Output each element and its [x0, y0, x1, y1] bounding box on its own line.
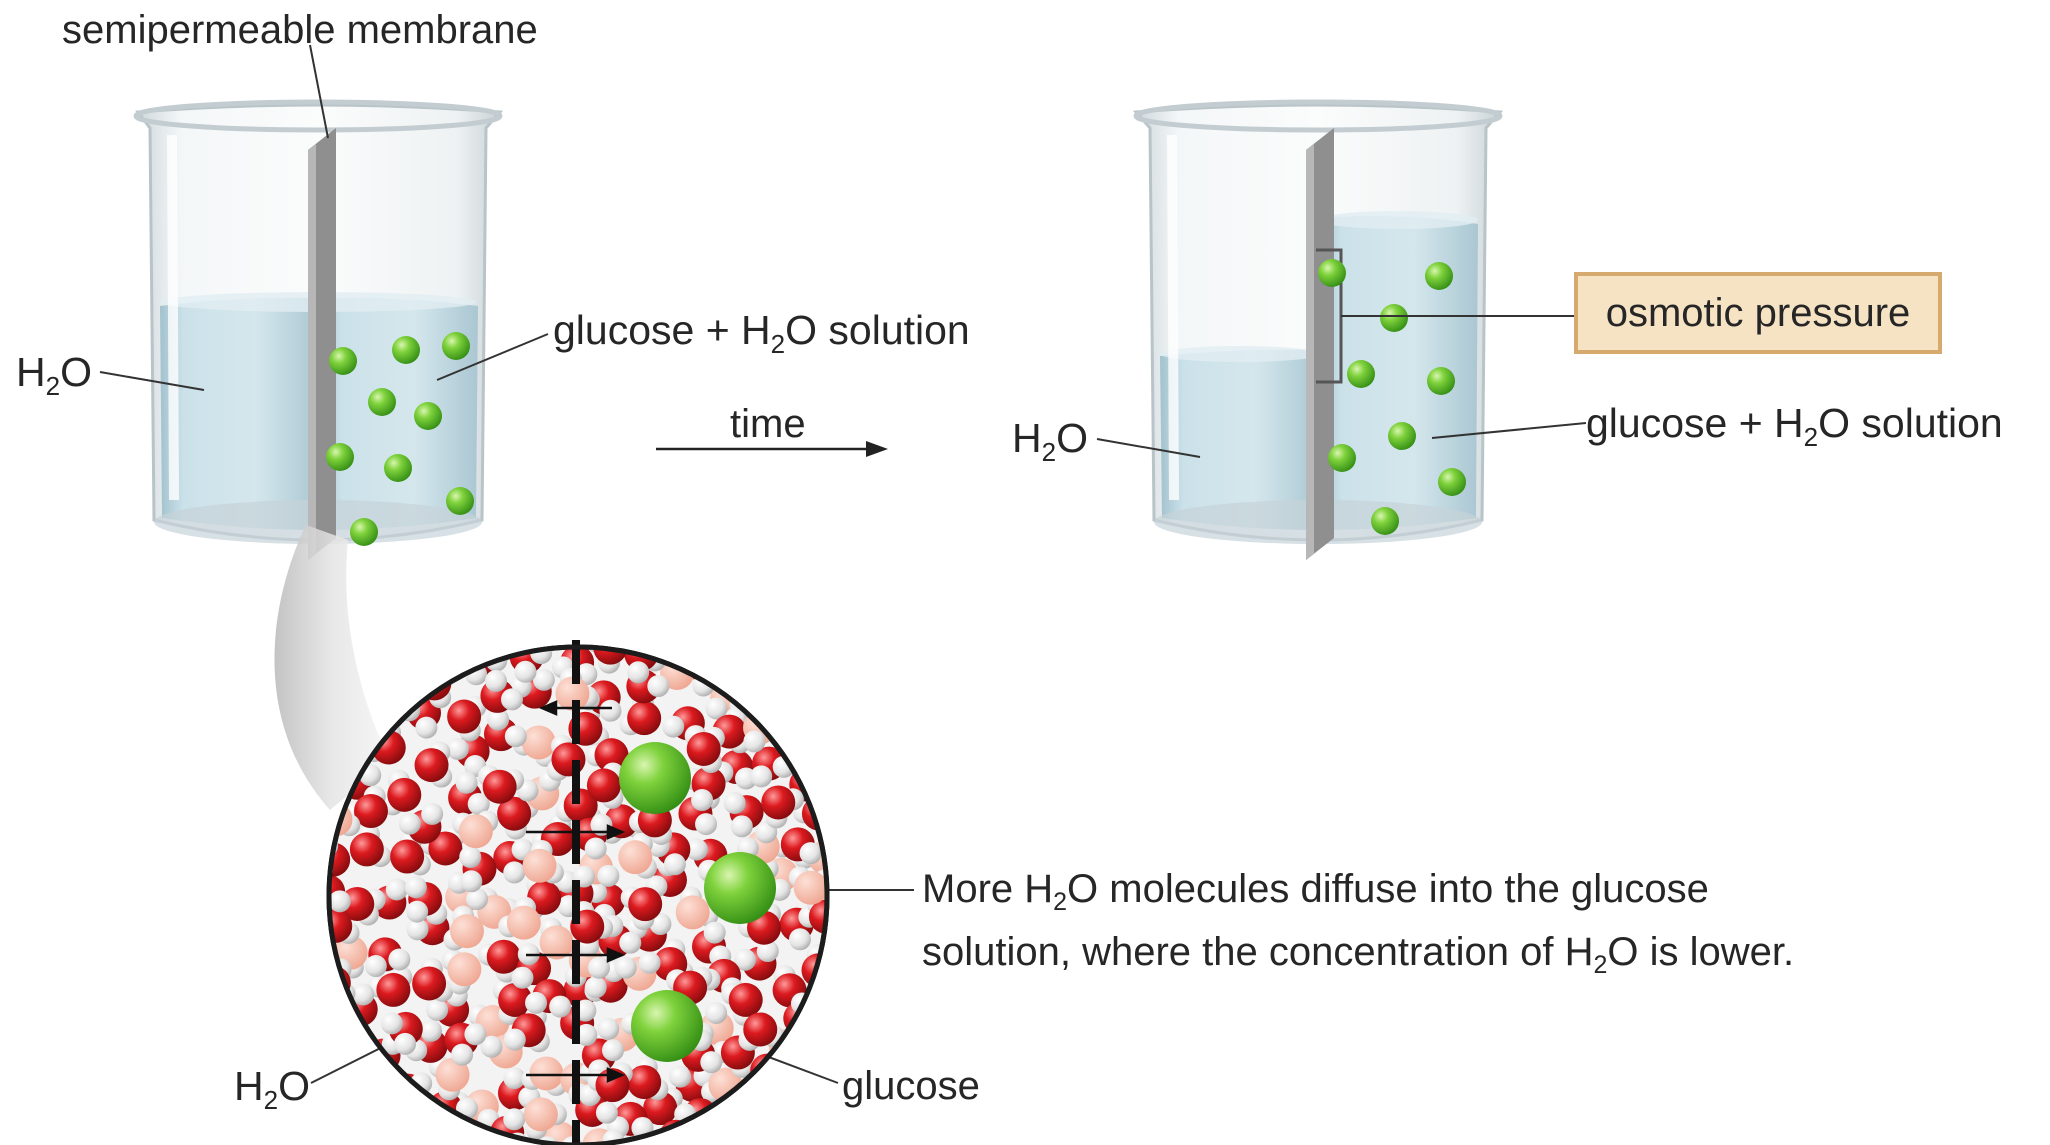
water-molecule [345, 785, 388, 829]
water-molecule [618, 832, 657, 879]
zoom-circle [326, 640, 830, 1145]
water-molecule [404, 876, 443, 923]
water-molecule [761, 785, 804, 829]
glucose-molecule [619, 742, 691, 814]
time-arrow [656, 441, 888, 457]
water-molecule [447, 695, 487, 742]
solution-label-right: glucose + H2O solution [1586, 400, 2003, 452]
water-molecule [364, 937, 411, 978]
osmotic-pressure-label: osmotic pressure [1605, 290, 1911, 335]
membrane-label: semipermeable membrane [62, 8, 538, 52]
water-molecule [441, 949, 482, 995]
water-molecule [522, 839, 564, 884]
water-molecule [451, 810, 499, 849]
left-beaker [133, 99, 504, 560]
water-label-right: H2O [1012, 415, 1088, 467]
magnifier-cone [274, 525, 390, 810]
water-molecule [390, 830, 431, 876]
water-molecule [711, 1035, 755, 1078]
water-molecule [478, 765, 525, 804]
water-molecule [788, 866, 825, 905]
water-molecule [398, 802, 444, 844]
water-molecule [686, 726, 725, 774]
water-molecule [572, 850, 620, 888]
water-molecule [626, 661, 670, 704]
water-molecule [367, 966, 413, 1007]
water-molecule [497, 796, 539, 840]
water-molecule [480, 669, 523, 713]
water-molecule [627, 1056, 669, 1101]
water-molecule [525, 979, 572, 1018]
diffusion-caption: More H2O molecules diffuse into the gluc… [922, 864, 1794, 990]
water-molecule [498, 896, 541, 940]
water-molecule [480, 1028, 526, 1069]
water-label-left: H2O [16, 349, 92, 401]
glucose-molecules-left [326, 332, 474, 546]
right-beaker [1132, 99, 1504, 560]
caption-line-1: More H2O molecules diffuse into the gluc… [922, 867, 1709, 916]
solution-label-left: glucose + H2O solution [553, 307, 970, 359]
water-molecule [509, 649, 553, 683]
water-molecule [509, 668, 555, 709]
water-molecule [516, 769, 561, 811]
glucose-label-zoom: glucose [842, 1064, 980, 1108]
diffusion-arrows [526, 700, 626, 1083]
water-molecule [733, 940, 779, 981]
water-molecule [459, 845, 497, 893]
osmotic-pressure-box: osmotic pressure [1574, 272, 1942, 354]
water-molecule [483, 708, 527, 752]
water-molecule [620, 886, 663, 931]
water-molecule [555, 667, 599, 711]
water-molecule [492, 979, 533, 1025]
water-molecule [675, 886, 719, 930]
water-molecule [448, 771, 490, 815]
glucose-molecule [704, 852, 776, 924]
caption-line-2: solution, where the concentration of H2O… [922, 930, 1795, 979]
water-molecule [444, 1022, 487, 1066]
water-molecule [586, 762, 624, 809]
glucose-molecules-right [1318, 259, 1466, 535]
glucose-molecule [631, 990, 703, 1062]
water-label-zoom: H2O [234, 1063, 310, 1115]
water-molecule [331, 908, 360, 948]
water-molecule [380, 1011, 423, 1055]
water-molecule [585, 649, 628, 674]
water-molecule [443, 905, 484, 951]
water-molecule [678, 789, 718, 836]
water-molecule [331, 874, 351, 913]
water-molecule [414, 741, 453, 788]
water-molecule [446, 734, 490, 778]
water-molecule [614, 951, 661, 991]
time-label: time [730, 402, 806, 446]
water-molecule [523, 1097, 567, 1140]
water-molecule [723, 792, 764, 838]
water-molecule [349, 823, 392, 868]
water-molecule [412, 957, 454, 1002]
